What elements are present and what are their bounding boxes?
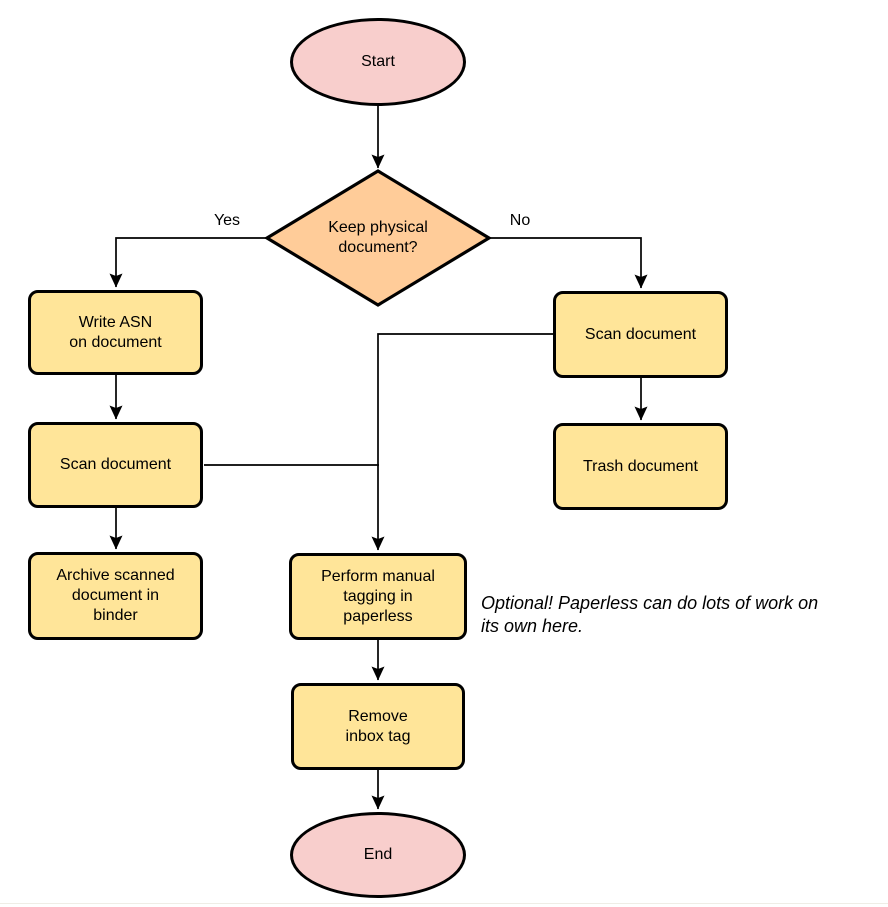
node-start: Start [290, 18, 466, 106]
edge-label-yes: Yes [213, 212, 241, 229]
node-manual-tagging: Perform manual tagging in paperless [289, 553, 467, 640]
edge-decision-to-scan-no-keep [490, 237, 648, 289]
decision-diamond-shape [263, 169, 493, 307]
node-end: End [290, 812, 466, 898]
node-decision-label: Keep physical document? [328, 219, 428, 256]
note-text: Optional! Paperless can do lots of work … [481, 593, 819, 636]
edge-decision-to-write-asn [109, 237, 266, 288]
node-write-asn: Write ASN on document [28, 290, 203, 375]
node-scan-document-keep: Scan document [28, 422, 203, 508]
node-scan-document-no-keep: Scan document [553, 291, 728, 378]
node-archive-scanned: Archive scanned document in binder [28, 552, 203, 640]
edge-scan-no-keep-to-manual-tagging [371, 333, 553, 551]
node-remove-inbox-tag: Remove inbox tag [291, 683, 465, 770]
node-trash-document: Trash document [553, 423, 728, 510]
bottom-divider [0, 903, 888, 904]
edge-label-no: No [509, 212, 531, 229]
